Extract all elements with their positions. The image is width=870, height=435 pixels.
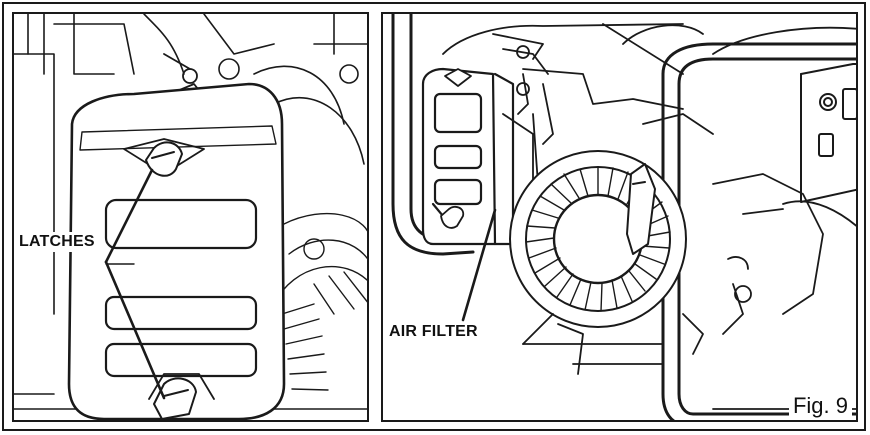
air-filter-leader-line <box>461 208 497 322</box>
latches-closeup-drawing <box>14 14 367 420</box>
generator-overview-drawing <box>391 14 856 420</box>
air-filter-latches <box>440 68 472 229</box>
figure-number: Fig. 9 <box>788 393 852 419</box>
latches-label: LATCHES <box>16 232 98 252</box>
recoil-starter-fan <box>273 212 367 391</box>
engine-body <box>502 68 856 355</box>
top-housing <box>442 23 856 75</box>
engine-background <box>14 14 367 410</box>
air-filter-label: AIR FILTER <box>386 322 481 342</box>
right-panel-generator-overview <box>381 12 858 422</box>
recoil-starter <box>509 150 687 328</box>
fuel-valve <box>502 48 554 185</box>
air-filter-cover <box>67 82 286 420</box>
air-filter-cover-housing <box>421 67 515 246</box>
top-latch <box>145 141 183 177</box>
left-panel-latches-closeup <box>12 12 369 422</box>
latches-leader-lines <box>104 168 166 400</box>
bottom-latch <box>153 377 197 420</box>
control-panel <box>800 63 856 203</box>
lower-bracket <box>522 256 749 375</box>
